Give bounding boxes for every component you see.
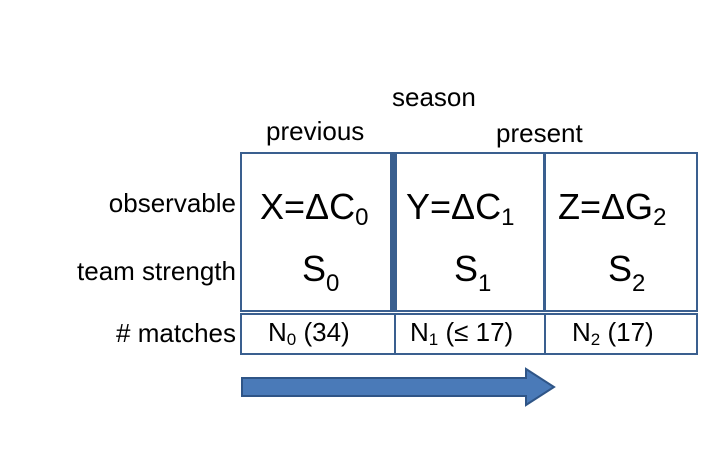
previous-season-box: [240, 152, 392, 312]
matches-n1: N1 (≤ 17): [410, 317, 514, 349]
observable-x: X=ΔC0: [260, 186, 369, 231]
matches-row-box: [240, 313, 698, 355]
column-header-present: present: [496, 118, 583, 148]
season-label: season: [392, 82, 476, 112]
observable-y: Y=ΔC1: [406, 186, 515, 231]
row-label-matches: # matches: [116, 318, 236, 348]
strength-s2: S2: [608, 248, 646, 297]
matches-divider-2: [544, 313, 546, 355]
row-label-observable: observable: [108, 188, 236, 218]
matches-n0: N0 (34): [268, 317, 350, 349]
present-season-divider: [543, 152, 546, 312]
matches-divider-1: [394, 313, 396, 355]
matches-n2: N2 (17): [572, 317, 654, 349]
timeline-arrow-shape: [241, 367, 556, 407]
strength-s1: S1: [454, 248, 492, 297]
strength-s0: S0: [302, 248, 340, 297]
column-header-previous: previous: [266, 116, 365, 146]
row-label-team-strength: team strength: [77, 256, 236, 286]
right-arrow-icon: [241, 367, 556, 407]
observable-z: Z=ΔG2: [558, 186, 667, 231]
